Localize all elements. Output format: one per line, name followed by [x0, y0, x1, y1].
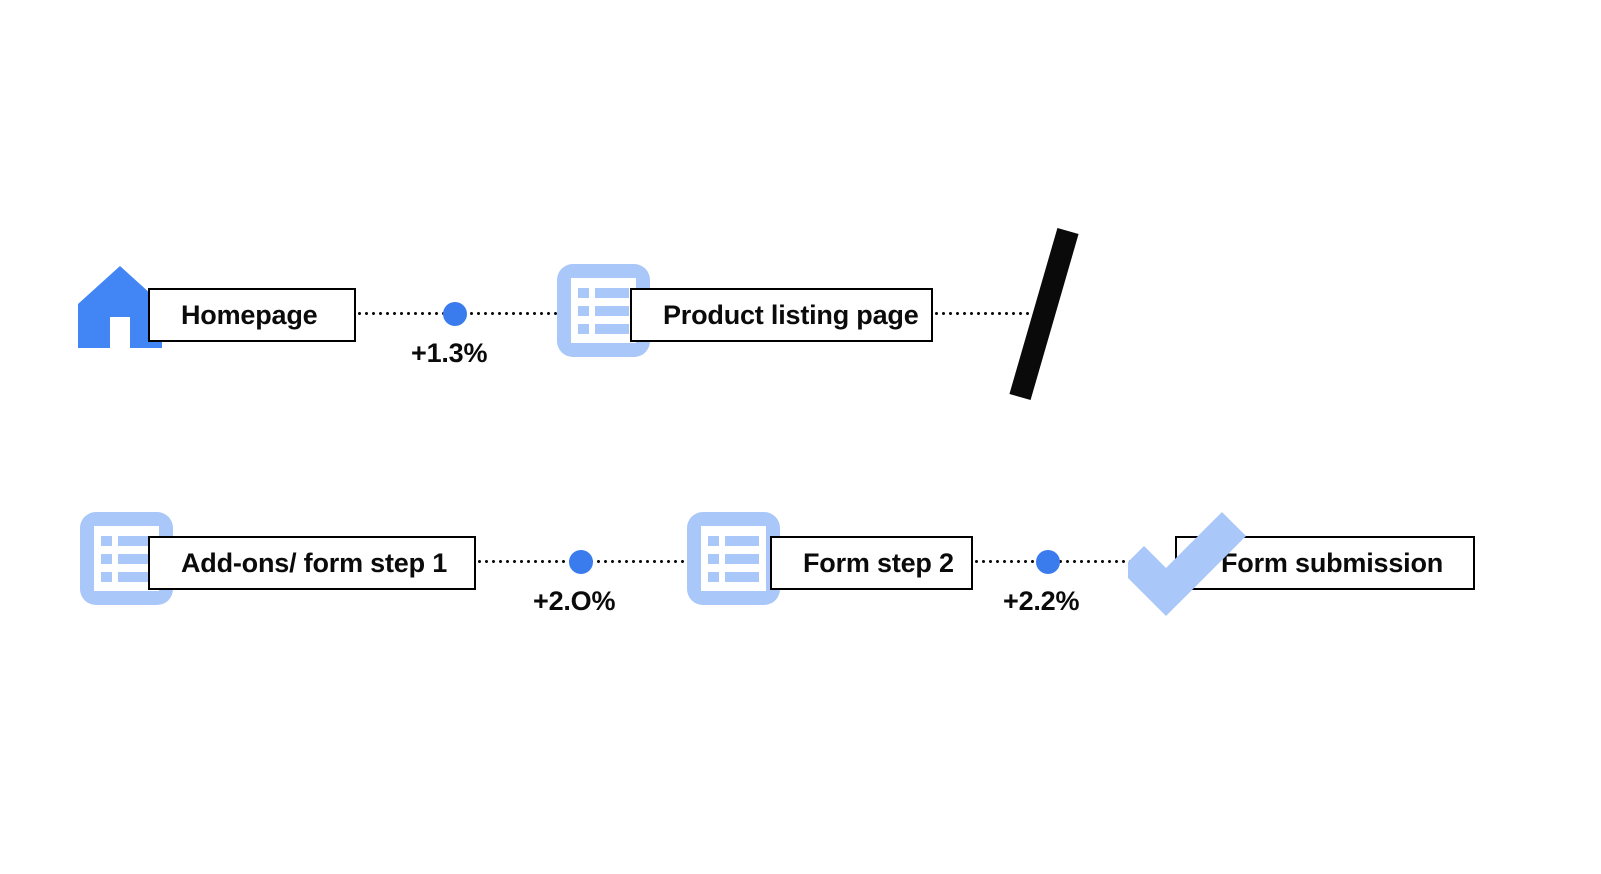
connector-line-step2-to-submission — [973, 560, 1149, 563]
list-page-icon — [687, 512, 780, 605]
step-box-product-listing-page[interactable]: Product listing page — [630, 288, 933, 342]
check-icon — [1128, 506, 1248, 618]
conversion-dot-2[interactable] — [569, 550, 593, 574]
step-box-form-submission[interactable]: Form submission — [1175, 536, 1475, 590]
step-box-form-step-2[interactable]: Form step 2 — [770, 536, 973, 590]
drop-off-slash-icon — [1000, 215, 1100, 410]
conversion-label-2: +2.O% — [533, 586, 616, 616]
step-label-homepage: Homepage — [181, 299, 318, 330]
connector-line-plp-to-dropoff — [933, 312, 1035, 315]
home-icon — [78, 264, 162, 348]
conversion-label-3: +2.2% — [1003, 586, 1080, 616]
step-label-form-submission: Form submission — [1221, 547, 1444, 578]
step-box-homepage[interactable]: Homepage — [148, 288, 356, 342]
conversion-dot-3[interactable] — [1036, 550, 1060, 574]
list-page-icon — [557, 264, 650, 357]
step-box-add-ons-form-step-1[interactable]: Add-ons/ form step 1 — [148, 536, 476, 590]
step-label-add-ons-form-step-1: Add-ons/ form step 1 — [181, 547, 448, 578]
step-label-product-listing-page: Product listing page — [663, 299, 919, 330]
conversion-label-1: +1.3% — [411, 338, 488, 368]
conversion-dot-1[interactable] — [443, 302, 467, 326]
step-label-form-step-2: Form step 2 — [803, 547, 954, 578]
